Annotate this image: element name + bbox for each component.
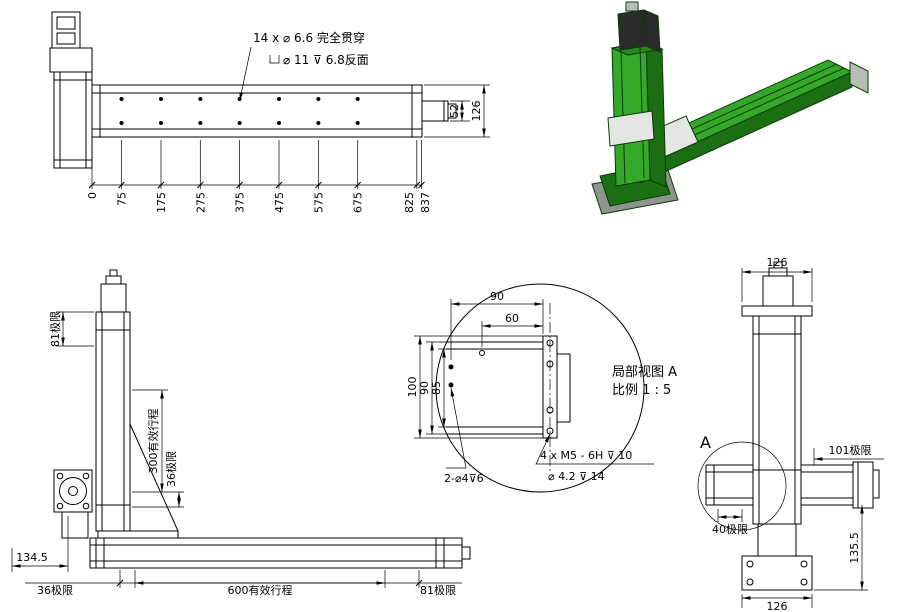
- chain-label-75: 75: [116, 192, 129, 206]
- dim-135-5: 135.5: [848, 532, 861, 564]
- chain-label-0: 0: [86, 192, 99, 199]
- dim-40-limit: 40极限: [712, 522, 748, 536]
- iso-motor-front: [617, 9, 647, 51]
- chain-label-825: 825: [403, 192, 416, 213]
- note-tap-line2: ⌀ 4.2 ⊽ 14: [548, 470, 605, 483]
- iso-motor-connector: [625, 1, 639, 12]
- detail-geometry: [446, 335, 571, 439]
- top-view-dimensions: 52 126: [424, 84, 490, 138]
- dim-126: 126: [470, 101, 483, 122]
- front-view-y-stage: [95, 269, 179, 532]
- detail-notes: 2-⌀4⊽6 4 x M5 - 6H ⊽ 10 ⌀ 4.2 ⊽ 14 局部视图 …: [444, 365, 677, 485]
- dim-126-top: 126: [767, 256, 788, 269]
- top-view-mounting-holes: [119, 97, 360, 125]
- front-view: 81极限 300有效行程 36极限 134.5 36极限 600有效行程 81极…: [11, 269, 471, 597]
- detail-title: 局部视图 A: [612, 365, 677, 380]
- side-view-base: [741, 523, 813, 591]
- detail-dimensions: 90 60 100 90 85: [406, 290, 544, 439]
- dim-101-limit: 101极限: [829, 443, 872, 457]
- side-view-x-stage: [705, 461, 880, 509]
- note-tap-line1: 4 x M5 - 6H ⊽ 10: [540, 449, 632, 462]
- dim-81-limit-bottom: 81极限: [420, 583, 456, 597]
- dim-126-bottom: 126: [767, 600, 788, 612]
- chain-label-675: 675: [352, 192, 365, 213]
- chain-label-375: 375: [234, 192, 247, 213]
- dim-90-top: 90: [490, 290, 504, 303]
- dim-90-side: 90: [418, 381, 431, 395]
- dim-36-limit-bottom: 36极限: [37, 583, 73, 597]
- top-view-dimension-chain: 0 75 175 275 375 475 575 675 825 837: [86, 140, 432, 213]
- dim-36-limit-vertical: 36极限: [164, 451, 178, 487]
- iso-view: [591, 1, 869, 215]
- dim-134-5: 134.5: [16, 551, 48, 564]
- detail-a-indicator-circle: [697, 441, 787, 531]
- dim-300-travel: 300有效行程: [146, 409, 160, 474]
- counterbore-symbol: [269, 55, 280, 64]
- detail-a-label: A: [700, 433, 711, 452]
- iso-rail-end-block: [849, 61, 869, 94]
- hole-note-line2: ⌀ 11 ⊽ 6.8反面: [283, 53, 369, 67]
- top-view-stage-body: [91, 84, 457, 138]
- dim-52: 52: [448, 104, 461, 118]
- dim-85: 85: [430, 381, 443, 395]
- dim-81-limit-top: 81极限: [48, 311, 62, 347]
- note-pin-holes: 2-⌀4⊽6: [444, 472, 484, 485]
- side-view-dimensions: 126 101极限 40极限 135.5 126: [712, 256, 884, 612]
- side-view: A 126 101极限 40极限 135.5 126: [697, 256, 884, 612]
- chain-label-575: 575: [312, 192, 325, 213]
- top-view: 14 x ⌀ 6.6 完全贯穿 ⌀ 11 ⊽ 6.8反面 52 126 0 75…: [49, 11, 490, 213]
- top-view-motor: [49, 11, 93, 169]
- dim-600-travel: 600有效行程: [228, 583, 293, 597]
- front-view-x-stage: [89, 530, 471, 569]
- chain-label-475: 475: [273, 192, 286, 213]
- front-view-x-motor: [53, 469, 93, 539]
- chain-label-837: 837: [419, 192, 432, 213]
- side-view-y-stage: [741, 261, 813, 525]
- iso-carriage-plate: [607, 110, 655, 147]
- detail-scale: 比例 1 : 5: [612, 383, 671, 398]
- detail-view: 90 60 100 90 85 2-⌀4⊽6 4 x M5 - 6H ⊽ 10 …: [406, 283, 677, 493]
- detail-boundary-circle: [435, 283, 645, 493]
- dim-100: 100: [406, 377, 419, 398]
- chain-label-175: 175: [155, 192, 168, 213]
- hole-note-line1: 14 x ⌀ 6.6 完全贯穿: [253, 30, 365, 45]
- front-view-dimensions: 81极限 300有效行程 36极限 134.5 36极限 600有效行程 81极…: [11, 311, 462, 597]
- chain-label-275: 275: [194, 192, 207, 213]
- dim-60: 60: [505, 312, 519, 325]
- top-view-hole-note: 14 x ⌀ 6.6 完全贯穿 ⌀ 11 ⊽ 6.8反面: [239, 30, 369, 102]
